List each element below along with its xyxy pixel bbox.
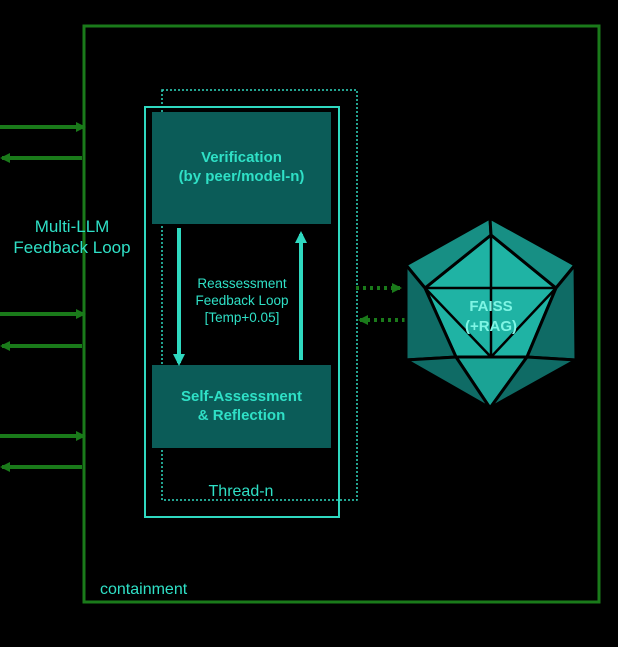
reassessment-label: Reassessment Feedback Loop [Temp+0.05] [195, 276, 289, 325]
thread-dotted-frame [161, 89, 358, 501]
left-arrows [0, 122, 86, 472]
verification-box-shape [152, 112, 331, 224]
faiss-label: FAISS (+RAG) [464, 298, 518, 335]
verification-box: Verification (by peer/model-n) [152, 112, 331, 224]
self-assessment-box: Self-Assessment & Reflection [152, 365, 331, 448]
thread-frame [144, 106, 340, 518]
icosahedron-icon [400, 215, 582, 411]
verification-label: Verification (by peer/model-n) [178, 149, 305, 185]
containment-label: containment [100, 581, 188, 598]
multi-llm-label: Multi-LLM Feedback Loop [13, 217, 131, 258]
self-assessment-box-shape [152, 365, 331, 448]
thread-label: Thread-n [208, 483, 274, 500]
self-assessment-label: Self-Assessment & Reflection [181, 387, 302, 424]
